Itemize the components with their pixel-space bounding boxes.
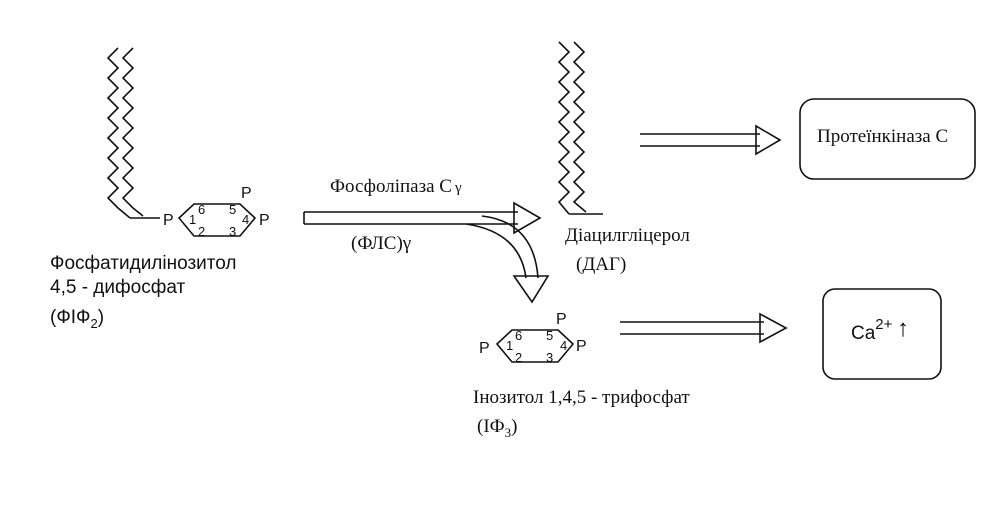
calcium-box xyxy=(822,288,942,380)
pip2-pos3: 3 xyxy=(229,224,236,239)
pip2-inositol-ring: P P P 1 6 5 4 2 3 xyxy=(163,185,270,239)
pkc-box xyxy=(799,98,976,180)
dag-name: Діацилгліцерол xyxy=(565,225,690,246)
calcium-increase-arrow-icon: ↑ xyxy=(897,315,909,342)
ip3-p1-label: P xyxy=(479,340,490,357)
pip2-abbr: (ФІФ2) xyxy=(50,307,104,331)
ip3-name: Інозитол 1,4,5 - трифосфат xyxy=(473,387,690,408)
pip2-pos2: 2 xyxy=(198,224,205,239)
pip2-pos6: 6 xyxy=(198,202,205,217)
ip3-pos5: 5 xyxy=(546,328,553,343)
enzyme-abbr: (ФЛС)γ xyxy=(351,233,411,254)
ip3-p5-label: P xyxy=(556,311,567,328)
pip2-p5-label: P xyxy=(241,185,252,202)
pip2-p1-label: P xyxy=(163,212,174,229)
pip2-name-line1: Фосфатидилінозитол xyxy=(50,253,237,274)
pip2-pos1: 1 xyxy=(189,212,196,227)
ip3-pos3: 3 xyxy=(546,350,553,365)
ip3-inositol-ring: P P P 1 6 5 4 2 3 xyxy=(479,311,587,365)
dag-abbr: (ДАГ) xyxy=(576,254,626,275)
ip3-pos2: 2 xyxy=(515,350,522,365)
ip3-pos4: 4 xyxy=(560,338,567,353)
ip3-pos1: 1 xyxy=(506,338,513,353)
pip2-pos4: 4 xyxy=(242,212,249,227)
pkc-label: Протеїнкіназа С xyxy=(817,126,948,147)
dag-to-pkc-arrow xyxy=(640,124,782,156)
pip2-p4-label: P xyxy=(259,212,270,229)
pip2-name-line2: 4,5 - дифосфат xyxy=(50,277,185,298)
ip3-to-ca-arrow xyxy=(620,312,788,344)
ip3-pos6: 6 xyxy=(515,328,522,343)
dag-fatty-acid-tails xyxy=(557,41,603,215)
main-reaction-arrow xyxy=(303,201,542,235)
pip2-pos5: 5 xyxy=(229,202,236,217)
calcium-label: Ca2+ xyxy=(851,316,893,344)
ip3-abbr: (ІФ3) xyxy=(477,416,518,440)
ip3-p4-label: P xyxy=(576,338,587,355)
pip2-fatty-acid-tails xyxy=(106,47,160,219)
branch-arrow-to-ip3 xyxy=(465,215,550,304)
